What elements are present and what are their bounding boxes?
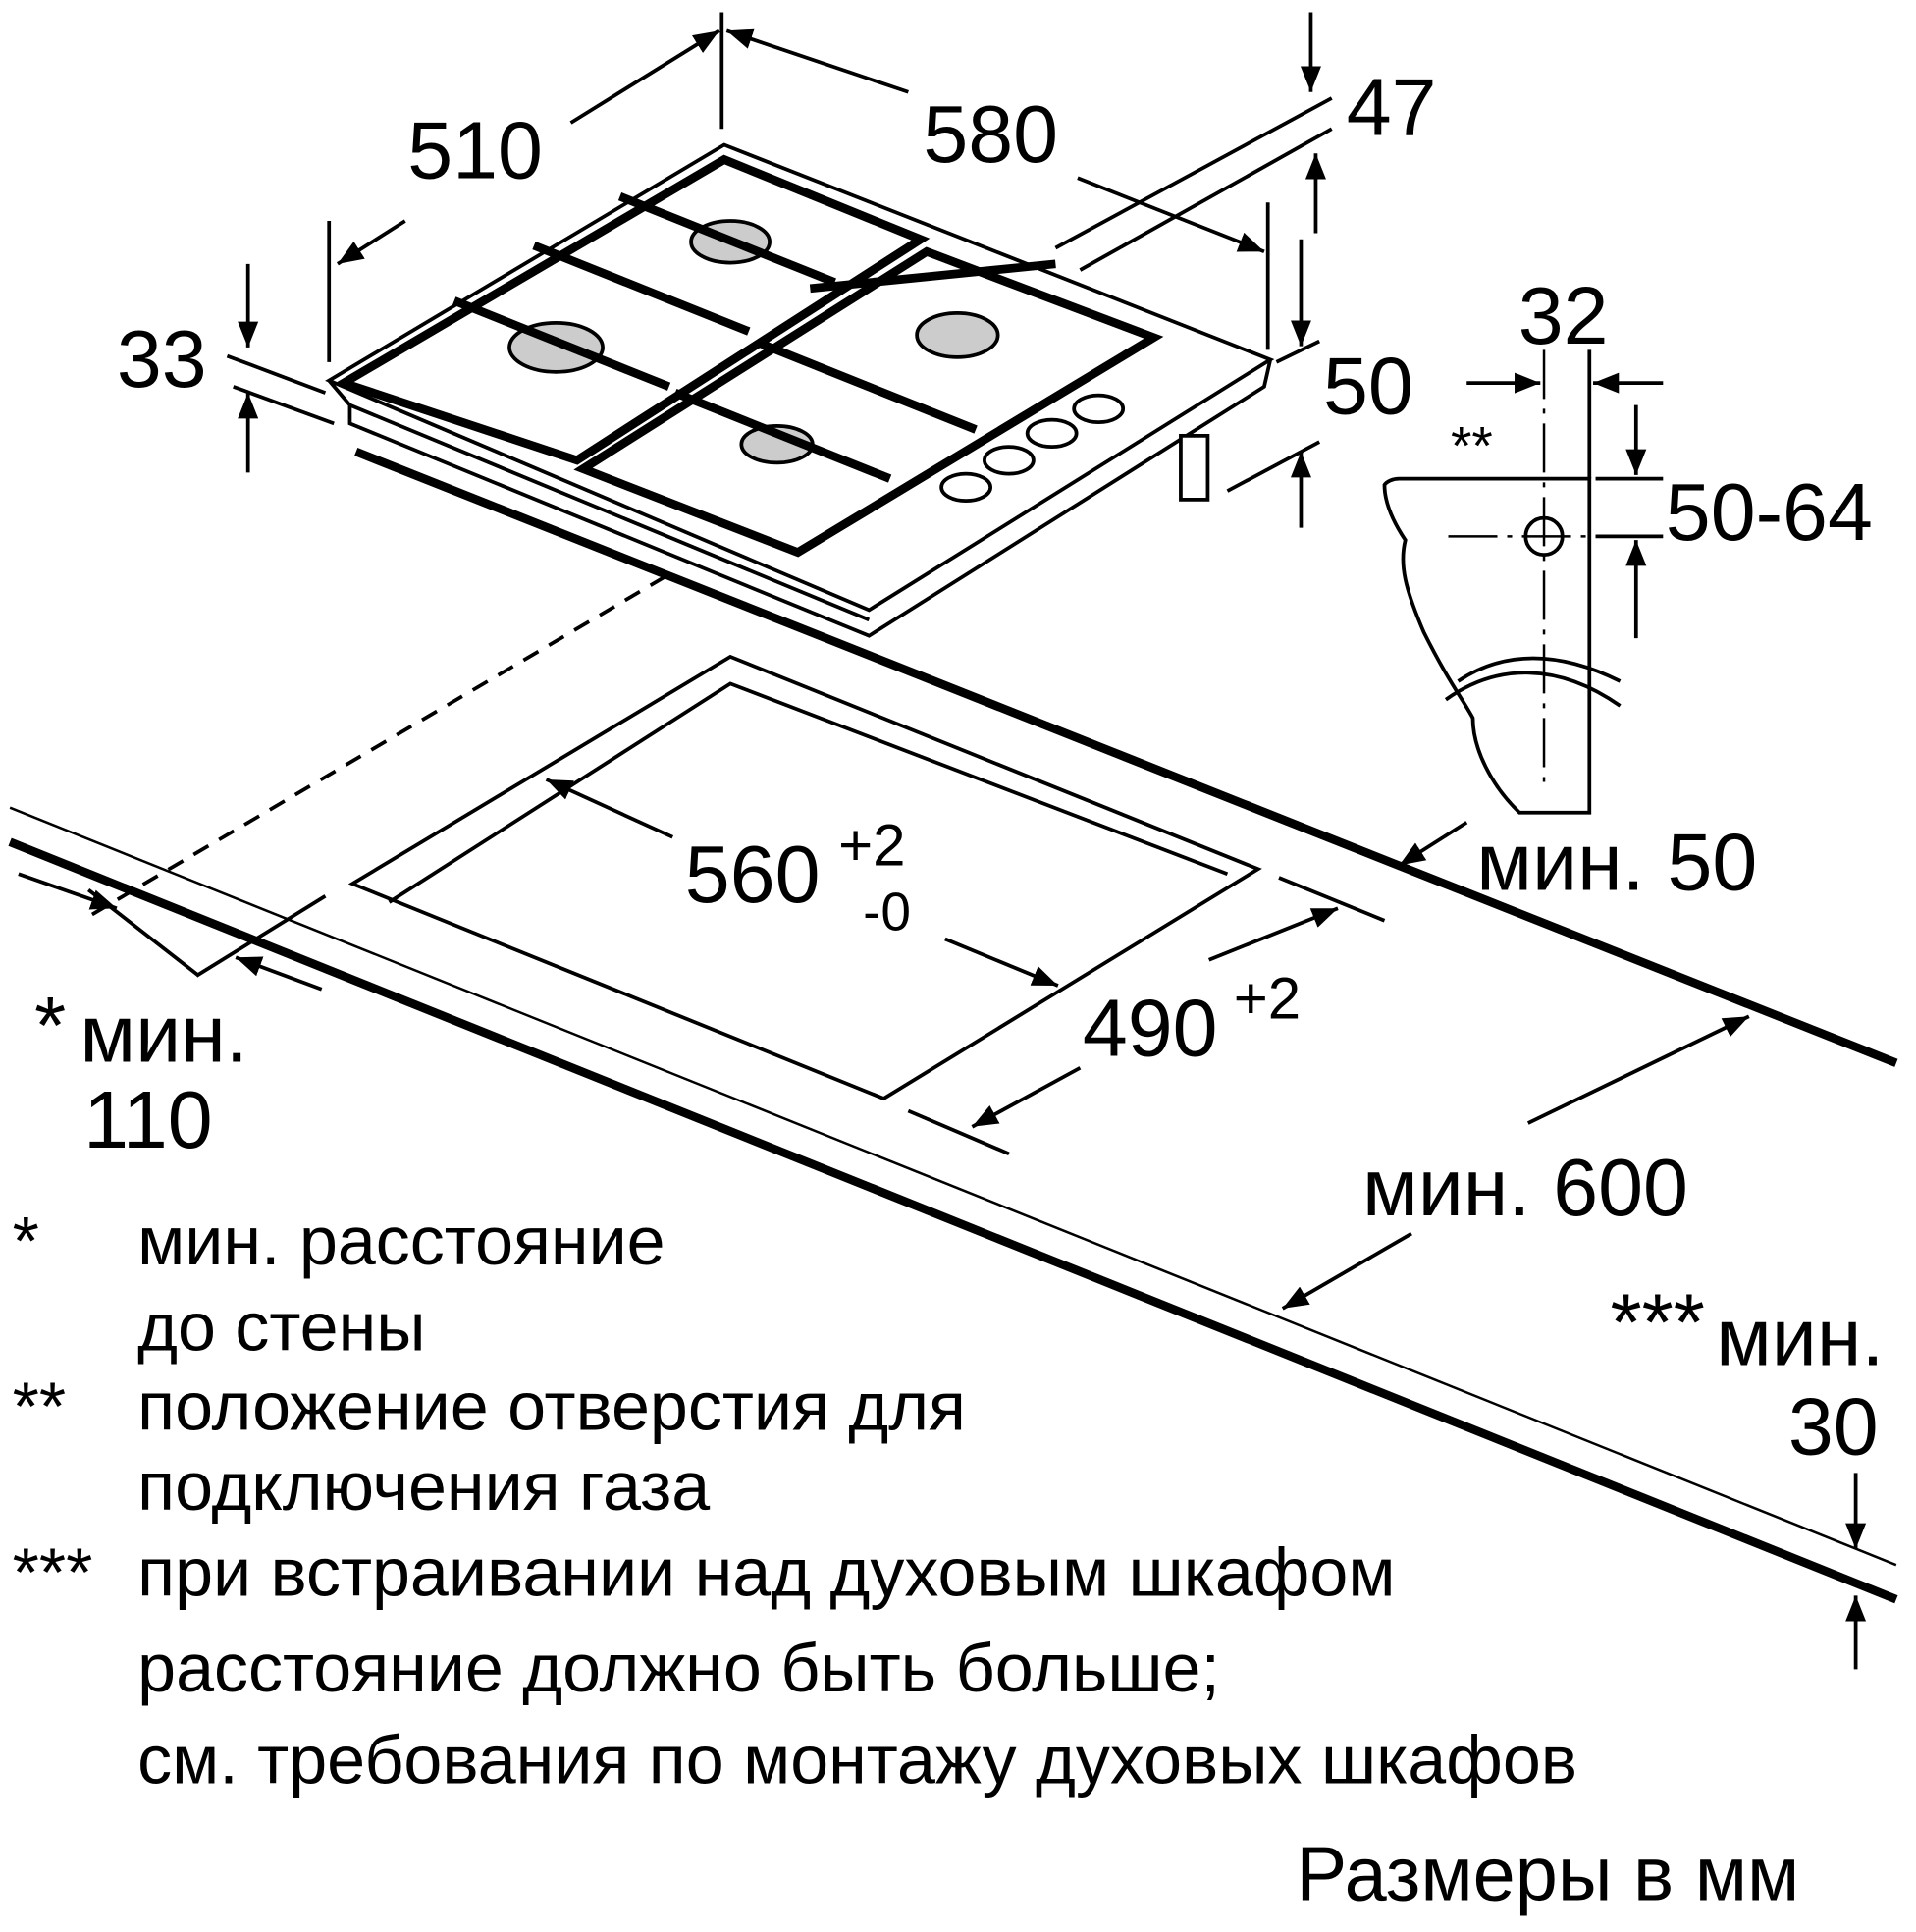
note-line: подключения газа [137, 1448, 710, 1525]
min-oven-value: 30 [1788, 1382, 1879, 1473]
note-line: при встраивании над духовым шкафом [137, 1533, 1395, 1610]
dim-min-back: мин. 50 [1476, 817, 1757, 907]
dim-cutout-depth: 490 [1083, 983, 1218, 1073]
note-mark: *** [13, 1533, 93, 1610]
note-line: мин. расстояние [137, 1203, 665, 1279]
gas-marker: ** [1451, 415, 1493, 476]
min-wall-value: 110 [83, 1075, 213, 1165]
note-line: см. требования по монтажу духовых шкафов [137, 1722, 1577, 1798]
gas-connection-detail [1382, 349, 1664, 815]
cutout-depth-tol-plus: +2 [1234, 966, 1301, 1032]
dim-depth: 510 [407, 105, 543, 195]
countertop [8, 448, 1898, 1604]
note-line: положение отверстия для [137, 1368, 966, 1445]
dim-min-front: мин. 600 [1362, 1143, 1688, 1233]
min-oven-label: мин. [1716, 1292, 1884, 1382]
footnotes: * мин. расстояние до стены ** положение … [13, 1203, 1577, 1798]
min-wall-label: мин. [80, 990, 247, 1080]
control-knobs-icon [939, 393, 1126, 504]
dim-cutout-width: 560 [685, 830, 821, 920]
cutout-outline [347, 654, 1262, 1101]
cutout-width-tol-plus: +2 [838, 812, 905, 878]
dim-leg-offset: 50 [1323, 341, 1413, 431]
dim-width: 580 [923, 89, 1058, 180]
dim-gas-x: 32 [1518, 271, 1609, 361]
min-wall-star: * [34, 981, 66, 1071]
note-mark: ** [13, 1368, 66, 1445]
gas-connector-icon [1179, 433, 1210, 502]
note-line: до стены [137, 1288, 425, 1365]
dim-height-total: 47 [1347, 63, 1437, 153]
note-line: расстояние должно быть больше; [137, 1630, 1220, 1706]
units-caption: Размеры в мм [1296, 1832, 1799, 1916]
min-oven-star: *** [1611, 1277, 1705, 1368]
cutout-width-tol-minus: -0 [863, 882, 911, 942]
dim-top-thickness: 33 [117, 314, 207, 404]
pan-supports [452, 191, 1056, 483]
dim-gas-y: 50-64 [1666, 467, 1873, 558]
dimension-lines [18, 12, 1867, 1670]
note-mark: * [13, 1203, 39, 1279]
hob-drawing [325, 142, 1275, 638]
